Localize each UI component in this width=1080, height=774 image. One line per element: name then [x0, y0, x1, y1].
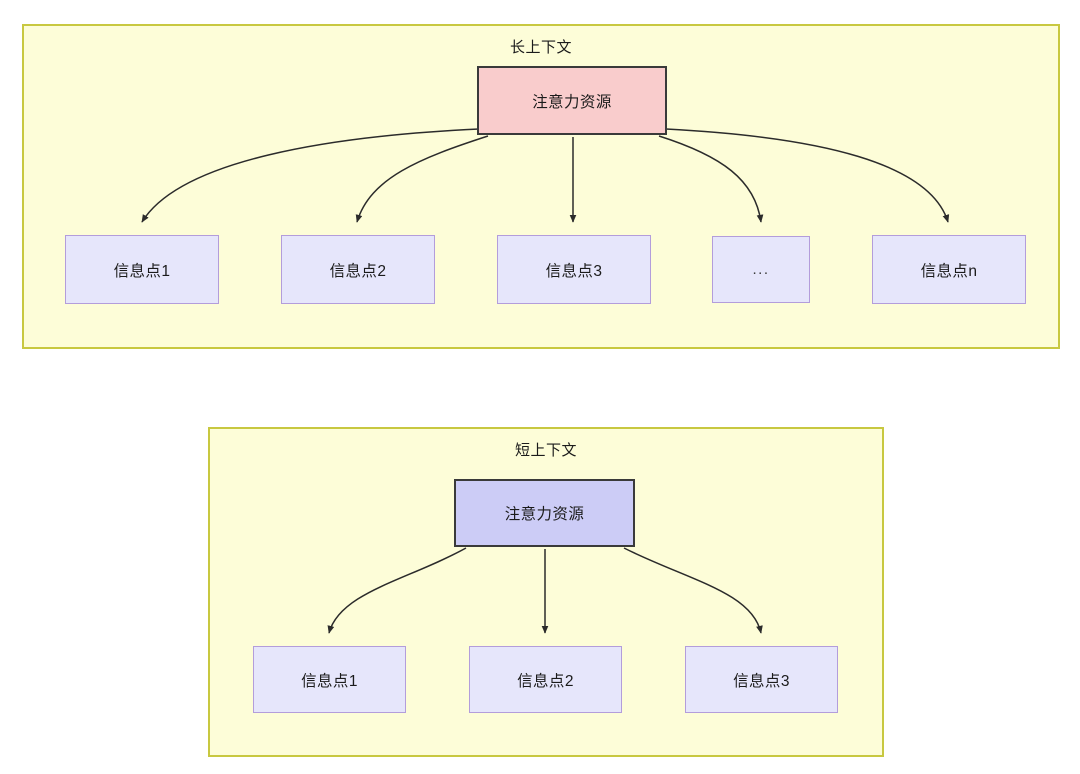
node-info-point-2-short[interactable]: 信息点2 [469, 646, 622, 713]
node-label: 注意力资源 [532, 93, 612, 111]
node-label: 信息点3 [545, 262, 603, 280]
node-info-point-1-short[interactable]: 信息点1 [253, 646, 406, 713]
node-label: ... [752, 261, 770, 278]
node-info-point-3-short[interactable]: 信息点3 [685, 646, 838, 713]
node-label: 信息点n [920, 262, 978, 280]
node-label: 注意力资源 [504, 506, 585, 523]
node-attention-resource-short[interactable]: 注意力资源 [454, 479, 635, 547]
node-label: 信息点3 [733, 672, 790, 690]
node-label: 信息点2 [329, 262, 387, 280]
node-info-point-n-long[interactable]: 信息点n [872, 235, 1026, 304]
node-label: 信息点1 [113, 262, 171, 280]
panel-long-context-title: 长上下文 [509, 39, 572, 56]
node-info-point-1-long[interactable]: 信息点1 [65, 235, 219, 304]
node-label: 信息点1 [301, 672, 358, 690]
node-info-point-3-long[interactable]: 信息点3 [497, 235, 651, 304]
node-info-point-ellipsis-long[interactable]: ... [712, 236, 810, 303]
node-info-point-2-long[interactable]: 信息点2 [281, 235, 435, 304]
node-label: 信息点2 [517, 672, 574, 690]
panel-short-context-title: 短上下文 [514, 442, 577, 459]
node-attention-resource-long[interactable]: 注意力资源 [477, 66, 667, 135]
